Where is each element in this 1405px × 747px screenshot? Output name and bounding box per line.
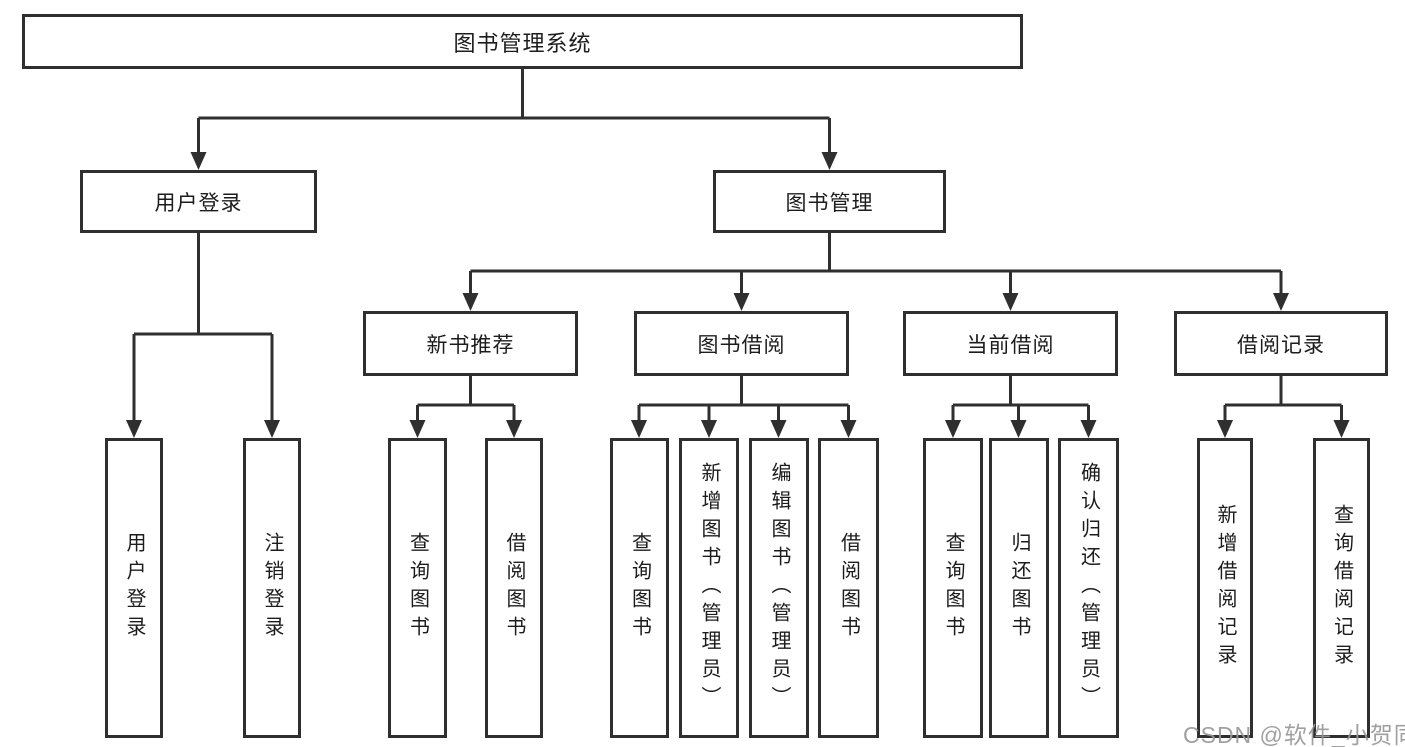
node-user-login: 用户登录 (80, 170, 317, 233)
leaf-user-login: 用户登录 (105, 438, 163, 738)
csdn-watermark: CSDN @软件_小贺同学 (1183, 722, 1405, 747)
leaf-query-book-borrow: 查询图书 (610, 438, 669, 738)
leaf-query-borrow-record: 查询借阅记录 (1313, 438, 1370, 738)
node-book-borrow: 图书借阅 (634, 311, 849, 376)
leaf-edit-book-admin: 编辑图书（管理员） (749, 438, 809, 738)
leaf-query-book-recommend: 查询图书 (388, 438, 447, 738)
leaf-borrow-book: 借阅图书 (818, 438, 879, 738)
node-book-management: 图书管理 (713, 170, 946, 233)
node-root: 图书管理系统 (22, 14, 1023, 69)
node-current-borrow: 当前借阅 (903, 311, 1118, 376)
leaf-query-book-current: 查询图书 (923, 438, 983, 738)
leaf-add-book-admin: 新增图书（管理员） (679, 438, 739, 738)
leaf-logout: 注销登录 (243, 438, 301, 738)
leaf-add-borrow-record: 新增借阅记录 (1197, 438, 1253, 738)
arrowhead-icons (126, 152, 1350, 438)
node-borrow-records: 借阅记录 (1174, 311, 1388, 376)
leaf-confirm-return-admin: 确认归还（管理员） (1058, 438, 1119, 738)
leaf-return-book: 归还图书 (989, 438, 1049, 738)
node-new-book-recommend: 新书推荐 (363, 311, 578, 376)
leaf-borrow-book-recommend: 借阅图书 (485, 438, 543, 738)
